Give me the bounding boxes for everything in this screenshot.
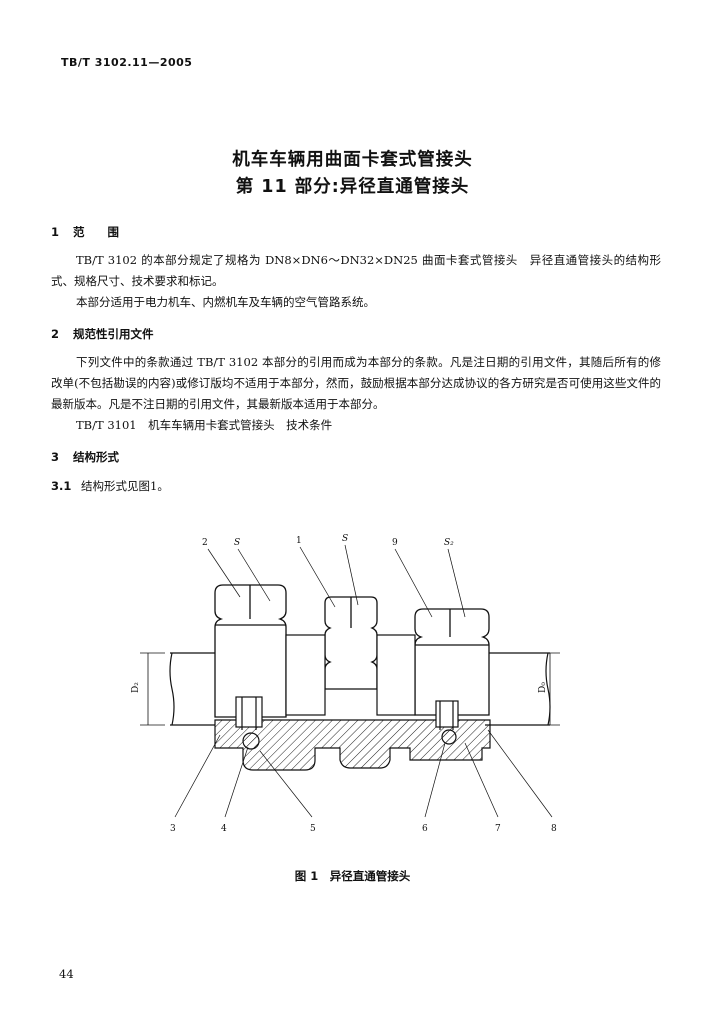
leader-lines <box>174 544 553 818</box>
section-2-number: 2 <box>51 327 60 341</box>
section-1-heading: 1 范 围 <box>51 224 119 240</box>
cross-section <box>214 696 491 771</box>
section-1-title: 范 围 <box>73 225 119 239</box>
label-s-middle: S <box>342 534 348 544</box>
figure-caption: 图 1 异径直通管接头 <box>294 869 411 883</box>
label-3: 3 <box>170 824 176 834</box>
label-7: 7 <box>495 824 501 834</box>
label-6: 6 <box>422 824 428 834</box>
body-connector <box>285 634 416 716</box>
section-3-number: 3 <box>51 450 60 464</box>
label-1: 1 <box>296 536 302 546</box>
section-2-paragraph-1: 下列文件中的条款通过 TB/T 3102 本部分的引用而成为本部分的条款。凡是注… <box>51 355 661 411</box>
section-2-heading: 2 规范性引用文件 <box>51 326 154 342</box>
document-title-line2: 第 11 部分:异径直通管接头 <box>235 177 470 197</box>
dimension-lines <box>140 652 560 726</box>
document-title-line1: 机车车辆用曲面卡套式管接头 <box>232 150 473 170</box>
left-pipe <box>169 652 215 726</box>
section-1-number: 1 <box>51 225 60 239</box>
section-1-paragraph-2: 本部分适用于电力机车、内燃机车及车辆的空气管路系统。 <box>76 295 375 309</box>
dim-left-label: D₂ <box>131 682 141 693</box>
label-s2: S₂ <box>444 538 454 548</box>
section-3-1-number: 3.1 <box>51 479 72 493</box>
section-1-paragraph-1: TB/T 3102 的本部分规定了规格为 DN8×DN6～DN32×DN25 曲… <box>51 253 661 288</box>
middle-hex <box>324 596 378 690</box>
section-2-reference: TB/T 3101 机车车辆用卡套式管接头 技术条件 <box>76 418 333 432</box>
label-2: 2 <box>202 538 208 548</box>
left-nut <box>214 584 287 718</box>
section-3-title: 结构形式 <box>73 450 119 464</box>
label-9: 9 <box>392 538 398 548</box>
section-3-1-text: 结构形式见图1。 <box>81 479 169 493</box>
page-number: 44 <box>59 967 74 981</box>
section-3-1: 3.1 结构形式见图1。 <box>51 478 169 494</box>
label-s-left: S <box>234 538 240 548</box>
standard-number: TB/T 3102.11—2005 <box>61 56 193 69</box>
dim-right-label: D₀ <box>538 682 548 693</box>
label-5: 5 <box>310 824 316 834</box>
right-nut <box>414 608 490 716</box>
figure-reducer-union-drawing: D₂ D₀ <box>131 534 560 834</box>
label-4: 4 <box>221 824 227 834</box>
section-2-title: 规范性引用文件 <box>73 327 154 341</box>
label-8: 8 <box>551 824 557 834</box>
section-3-heading: 3 结构形式 <box>51 449 119 465</box>
